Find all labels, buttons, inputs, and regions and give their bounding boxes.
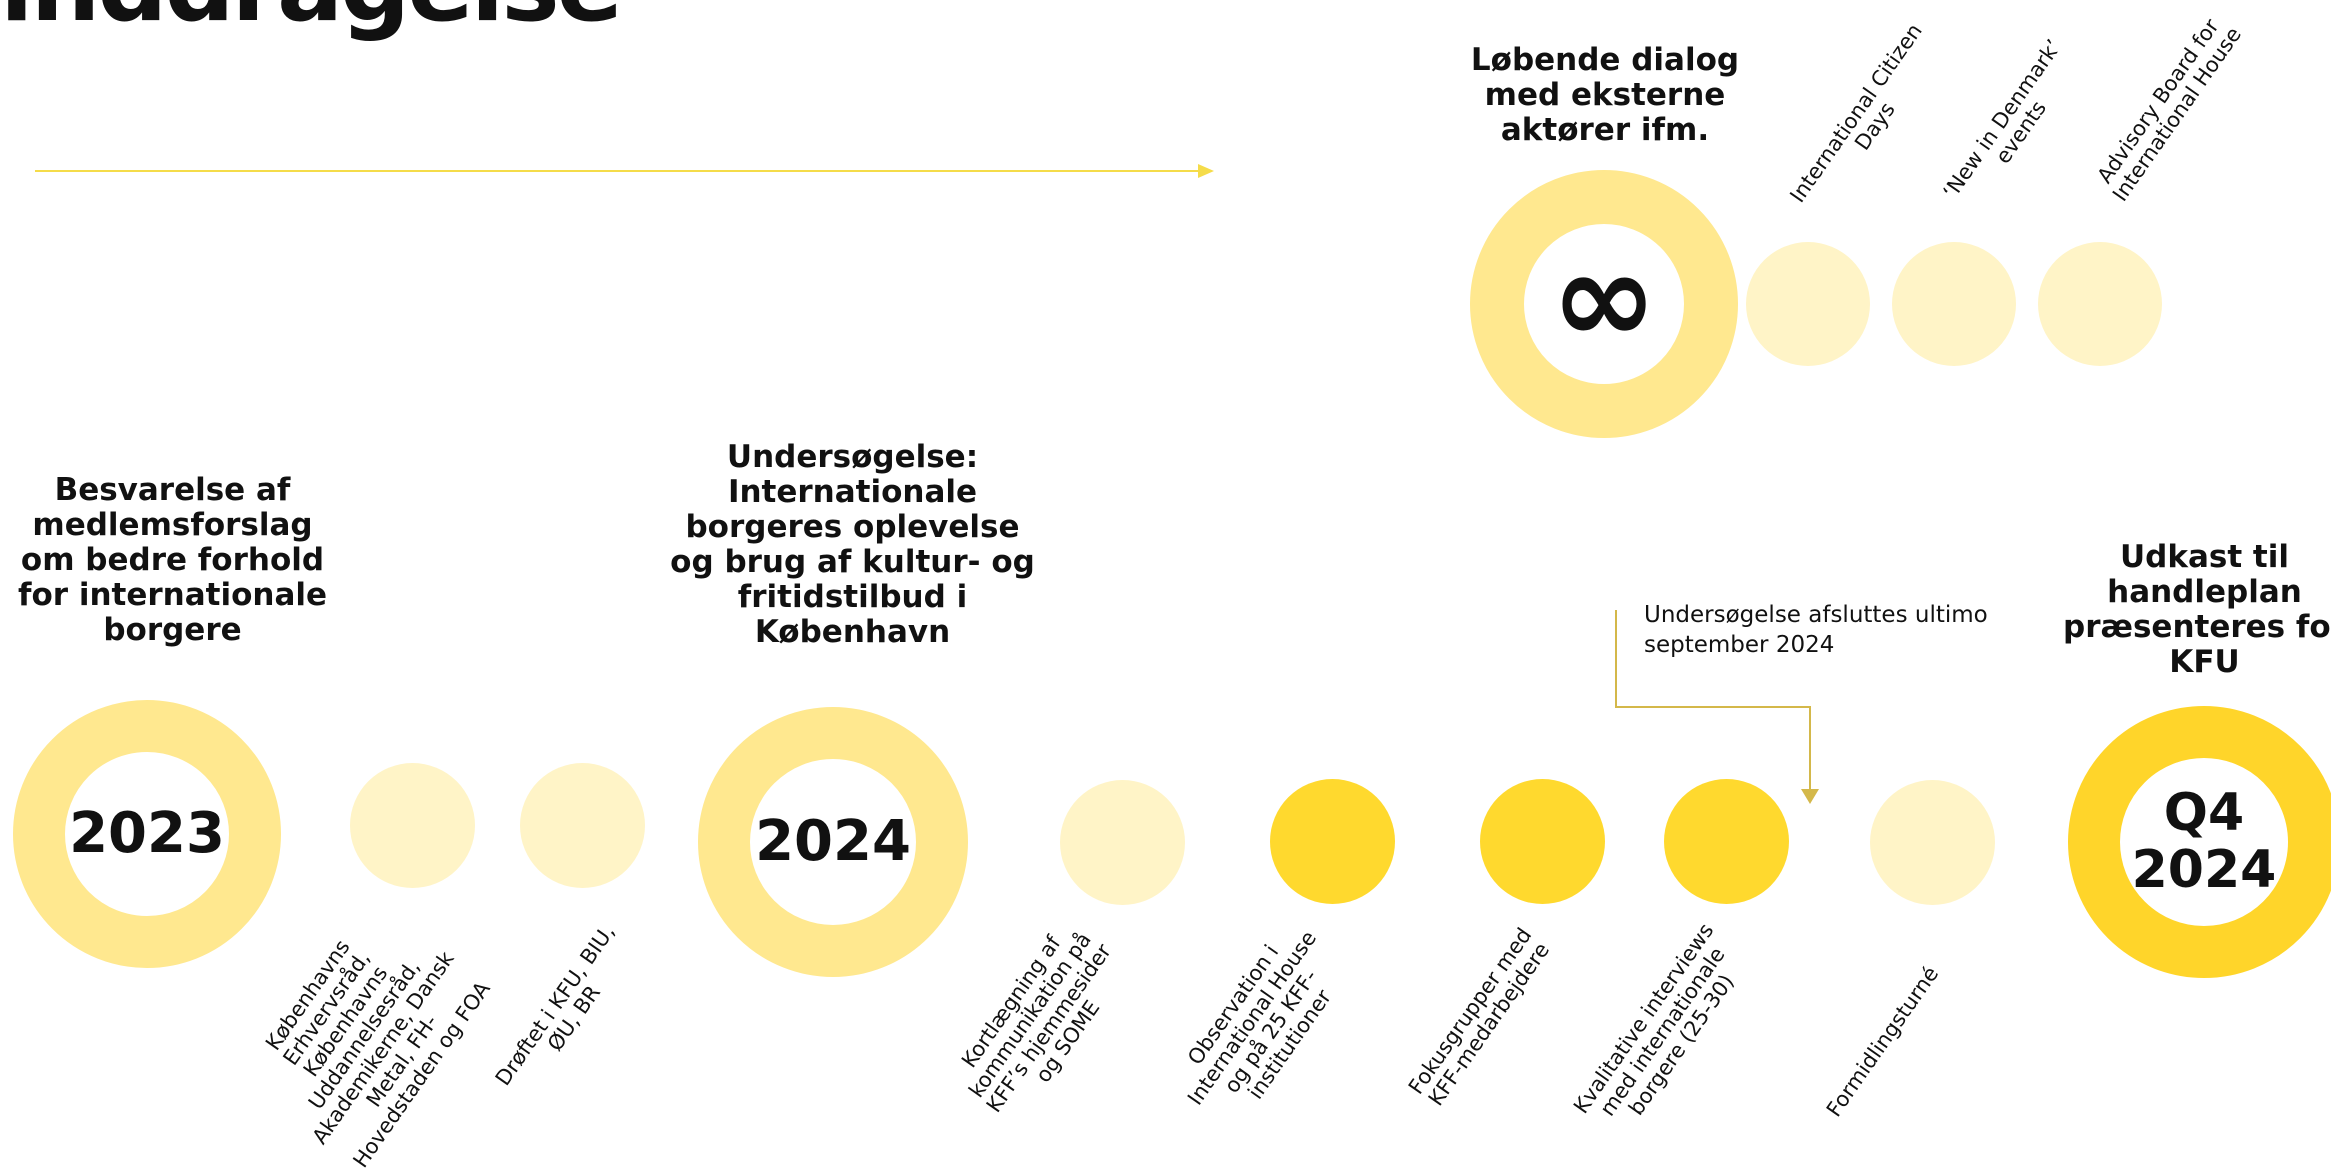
step-dot [1060, 780, 1185, 905]
milestone-2023-heading: Besvarelse af medlemsforslag om bedre fo… [17, 471, 328, 648]
milestone-2024-ring: 2024 [698, 707, 968, 977]
ongoing-dot-2 [1892, 242, 2016, 366]
step-dot [1270, 779, 1395, 904]
ongoing-dot-1 [1746, 242, 1870, 366]
milestone-q4-label: Q4 2024 [2131, 782, 2277, 900]
callout-note: Undersøgelse afsluttes ultimo september … [1644, 602, 1988, 658]
ongoing-dot-3 [2038, 242, 2162, 366]
step-dot [520, 763, 645, 888]
page-title: inddragelse [0, 0, 623, 36]
timeline-arrow-head [1198, 164, 1214, 178]
milestone-q4-ring: Q4 2024 [2068, 706, 2331, 978]
infinity-icon: ∞ [1550, 224, 1658, 373]
step-dot [1870, 780, 1995, 905]
callout-arrow-head [1801, 789, 1819, 804]
milestone-2024-heading: Undersøgelse: Internationale borgeres op… [670, 438, 1035, 650]
milestone-2023-label: 2023 [69, 801, 225, 867]
ongoing-dialog-ring: ∞ [1470, 170, 1738, 438]
milestone-2023-ring: 2023 [13, 700, 281, 968]
milestone-2024-label: 2024 [755, 809, 911, 875]
step-dot [350, 763, 475, 888]
step-dot [1480, 779, 1605, 904]
callout-connector [1615, 610, 1811, 790]
ongoing-dialog-heading: Løbende dialog med eksterne aktører ifm. [1470, 41, 1740, 148]
milestone-q4-heading: Udkast til handleplan præsenteres for KF… [2063, 538, 2331, 680]
step-dot [1664, 779, 1789, 904]
